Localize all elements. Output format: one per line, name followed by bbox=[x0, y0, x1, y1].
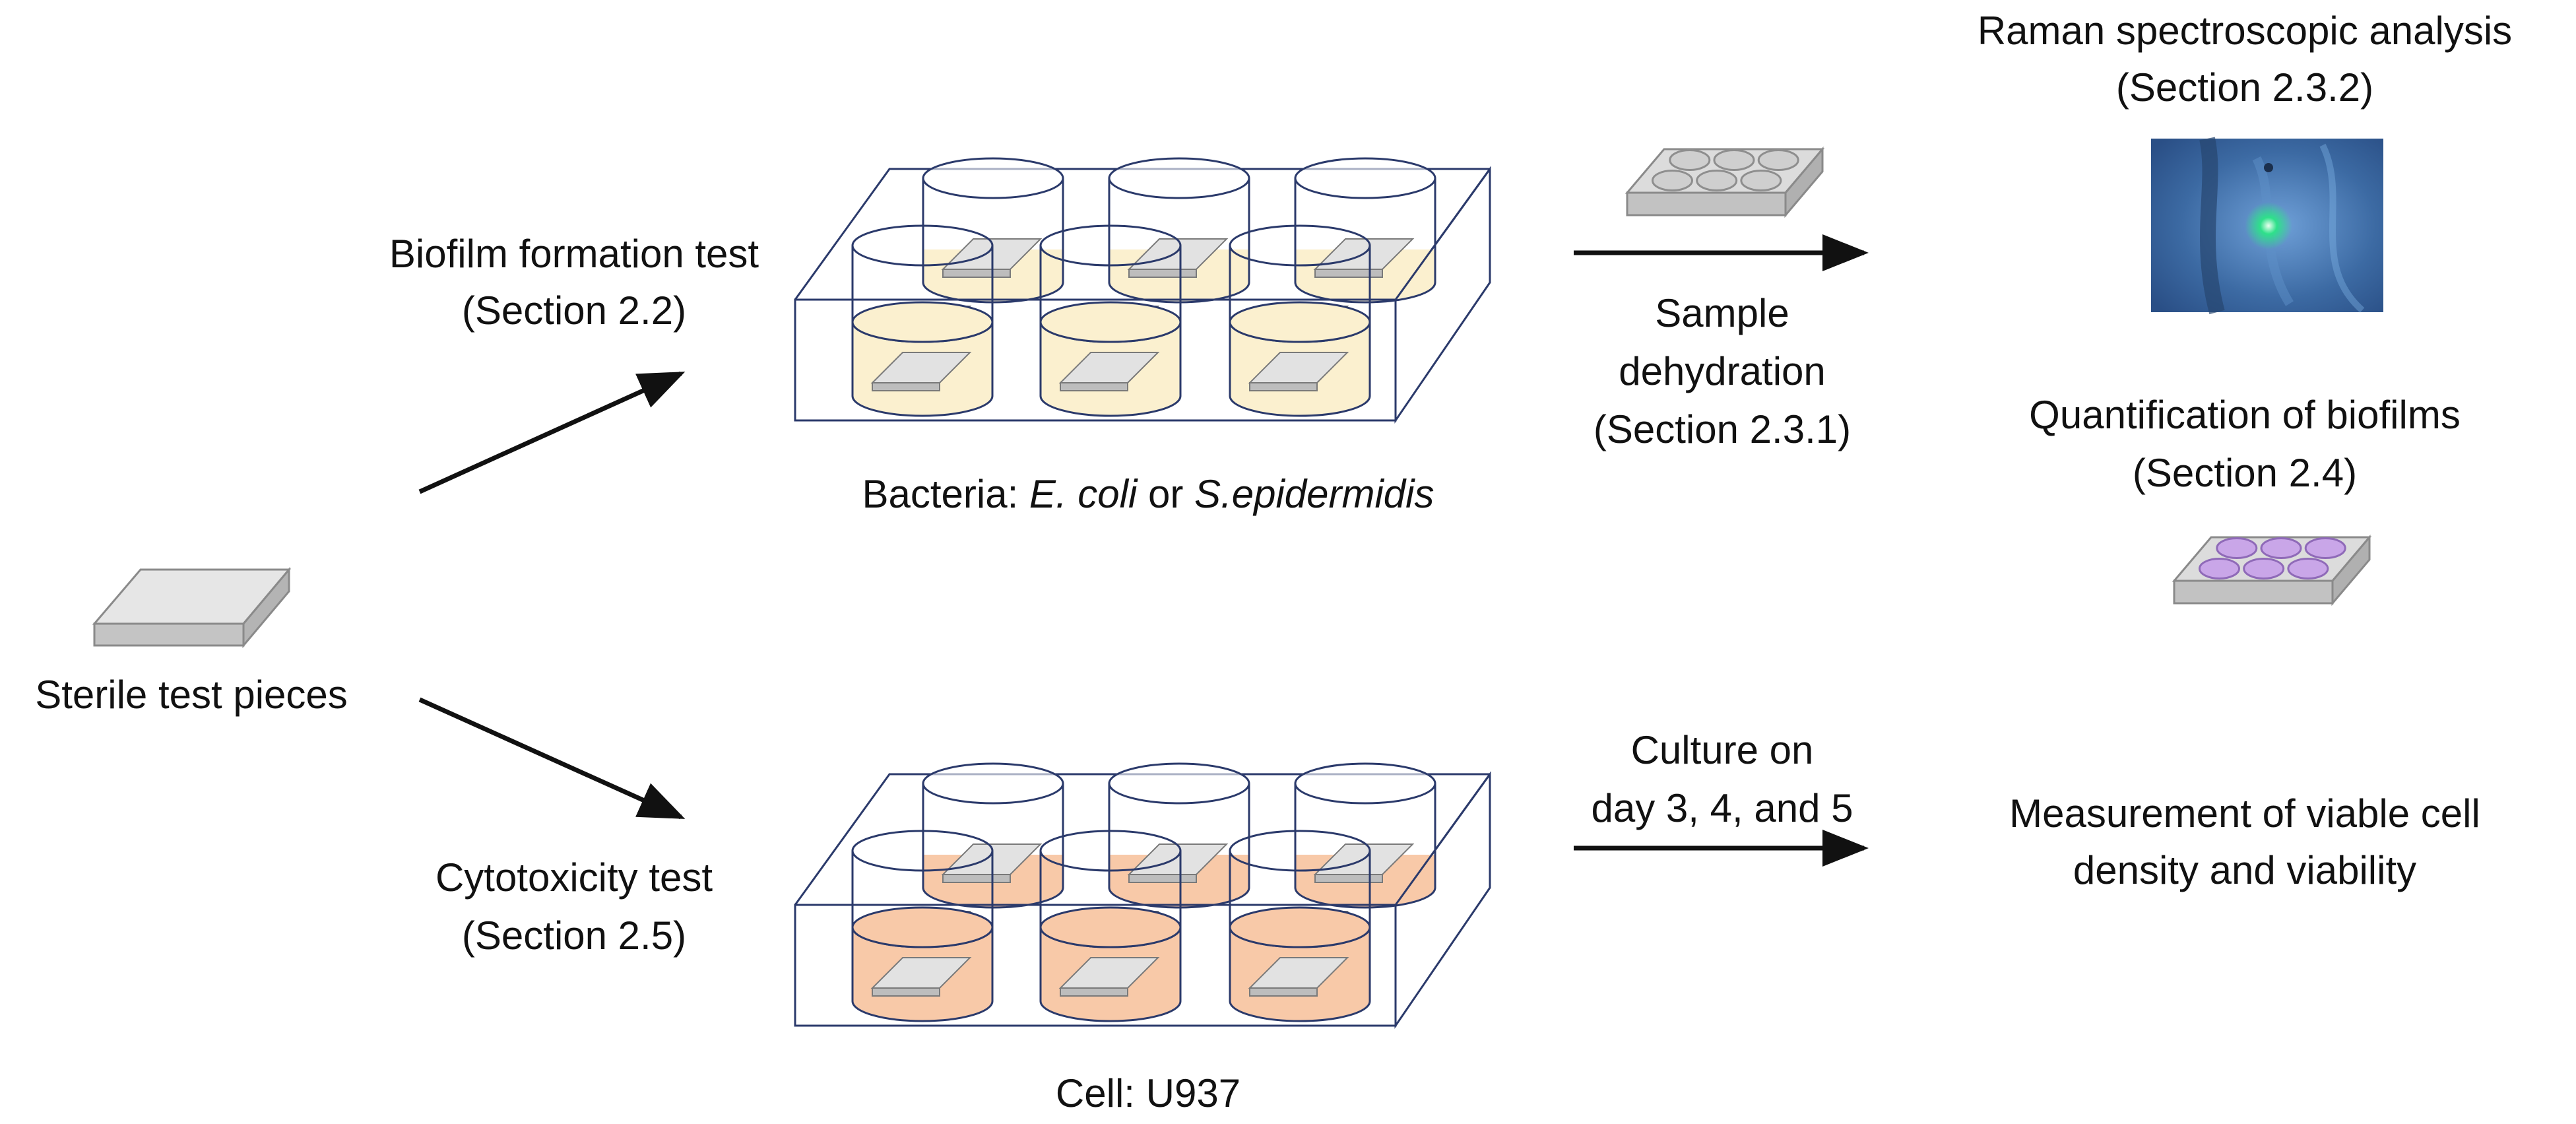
arrow-to-cytotoxicity bbox=[418, 697, 686, 820]
raman-section: (Section 2.3.2) bbox=[2115, 65, 2374, 110]
well-rim bbox=[1039, 301, 1182, 343]
test-piece-side bbox=[1249, 987, 1318, 997]
well bbox=[1229, 906, 1371, 1022]
well bbox=[851, 301, 994, 417]
well bbox=[1039, 301, 1182, 417]
well-rim bbox=[851, 224, 994, 267]
sterile-test-pieces-label: Sterile test pieces bbox=[35, 673, 348, 717]
well-rim bbox=[922, 762, 1064, 805]
dehydration-label-1: Sample bbox=[1655, 291, 1789, 335]
plate-well bbox=[2260, 537, 2302, 559]
well-rim bbox=[851, 301, 994, 343]
test-piece-side bbox=[1128, 874, 1197, 883]
well-rim bbox=[851, 830, 994, 872]
well bbox=[1294, 762, 1436, 909]
plate-well bbox=[1651, 170, 1693, 192]
stained-biofilm-plate bbox=[2172, 534, 2372, 607]
plate-well bbox=[1740, 170, 1782, 192]
cytotoxicity-test-title: Cytotoxicity test bbox=[435, 855, 713, 900]
plate-well bbox=[2198, 558, 2240, 580]
quantification-section: (Section 2.4) bbox=[2132, 451, 2358, 495]
cytotoxicity-test-section: (Section 2.5) bbox=[461, 913, 687, 958]
test-piece-side bbox=[942, 269, 1011, 278]
bacteria-ecoli: E. coli bbox=[1029, 472, 1138, 516]
culture-label-1: Culture on bbox=[1630, 728, 1814, 772]
test-piece-side bbox=[1249, 382, 1318, 391]
dehydration-section: (Section 2.3.1) bbox=[1593, 407, 1852, 451]
plate-well bbox=[1696, 170, 1738, 192]
well bbox=[1039, 906, 1182, 1022]
well-rim bbox=[1229, 906, 1371, 948]
quantification-title: Quantification of biofilms bbox=[2029, 393, 2461, 437]
well-rim bbox=[1229, 224, 1371, 267]
well-rim bbox=[1039, 830, 1182, 872]
plate-well bbox=[2243, 558, 2285, 580]
cell-label: Cell: U937 bbox=[1055, 1071, 1241, 1115]
plate-well bbox=[1713, 149, 1755, 171]
bacteria-label: Bacteria: E. coli or S.epidermidis bbox=[759, 465, 1537, 524]
well-rim bbox=[851, 906, 994, 948]
well-rim bbox=[1294, 157, 1436, 199]
well-rim bbox=[1294, 762, 1436, 805]
well-wall bbox=[1294, 783, 1436, 909]
well-rim bbox=[1229, 301, 1371, 343]
well-rim bbox=[1039, 224, 1182, 267]
sterile-test-piece bbox=[92, 566, 292, 649]
plate-right-face bbox=[1394, 771, 1491, 1029]
well bbox=[1229, 301, 1371, 417]
dehydrated-sample-plate bbox=[1625, 146, 1825, 218]
well-wall bbox=[1108, 783, 1250, 909]
viability-title-2: density and viability bbox=[2073, 848, 2417, 892]
test-piece-side bbox=[1060, 987, 1128, 997]
well-rim bbox=[922, 157, 1064, 199]
culture-label-2: day 3, 4, and 5 bbox=[1591, 786, 1853, 830]
raman-laser-spot bbox=[2245, 202, 2292, 249]
well-rim bbox=[1039, 906, 1182, 948]
viability-title-1: Measurement of viable cell bbox=[2009, 791, 2480, 836]
test-piece-side bbox=[1060, 382, 1128, 391]
bacteria-sepidermidis: S.epidermidis bbox=[1194, 472, 1434, 516]
well-wall bbox=[1294, 178, 1436, 304]
test-piece-side bbox=[872, 987, 940, 997]
test-piece-side bbox=[1314, 269, 1383, 278]
plate-right-face bbox=[1394, 166, 1491, 424]
plate-edge bbox=[1784, 146, 1824, 218]
well-rim bbox=[1229, 830, 1371, 872]
biofilm-test-title: Biofilm formation test bbox=[389, 232, 759, 276]
plate-edge bbox=[2331, 534, 2371, 607]
test-piece-side bbox=[1314, 874, 1383, 883]
well bbox=[1108, 157, 1250, 304]
raman-title: Raman spectroscopic analysis bbox=[1977, 9, 2513, 53]
well-rim bbox=[1108, 762, 1250, 805]
plate-well bbox=[1757, 149, 1799, 171]
bacteria-or: or bbox=[1137, 472, 1195, 516]
plate-well bbox=[2287, 558, 2329, 580]
raman-image bbox=[2151, 137, 2383, 315]
biofilm-well-plate bbox=[794, 157, 1491, 424]
well-rim bbox=[1108, 157, 1250, 199]
cytotoxicity-well-plate bbox=[794, 762, 1491, 1029]
well bbox=[851, 906, 994, 1022]
plate-well bbox=[2304, 537, 2346, 559]
test-piece-side bbox=[942, 874, 1011, 883]
bacteria-prefix: Bacteria: bbox=[862, 472, 1029, 516]
arrow-to-biofilm bbox=[418, 371, 686, 494]
plate-well bbox=[2216, 537, 2258, 559]
well bbox=[1294, 157, 1436, 304]
test-piece-side bbox=[1128, 269, 1197, 278]
test-piece-side bbox=[872, 382, 940, 391]
well-wall bbox=[1108, 178, 1250, 304]
biofilm-test-section: (Section 2.2) bbox=[461, 288, 687, 333]
plate-well bbox=[1669, 149, 1711, 171]
plate-side bbox=[1626, 191, 1787, 216]
well bbox=[1108, 762, 1250, 909]
dehydration-label-2: dehydration bbox=[1619, 349, 1826, 393]
plate-side bbox=[2173, 579, 2334, 605]
